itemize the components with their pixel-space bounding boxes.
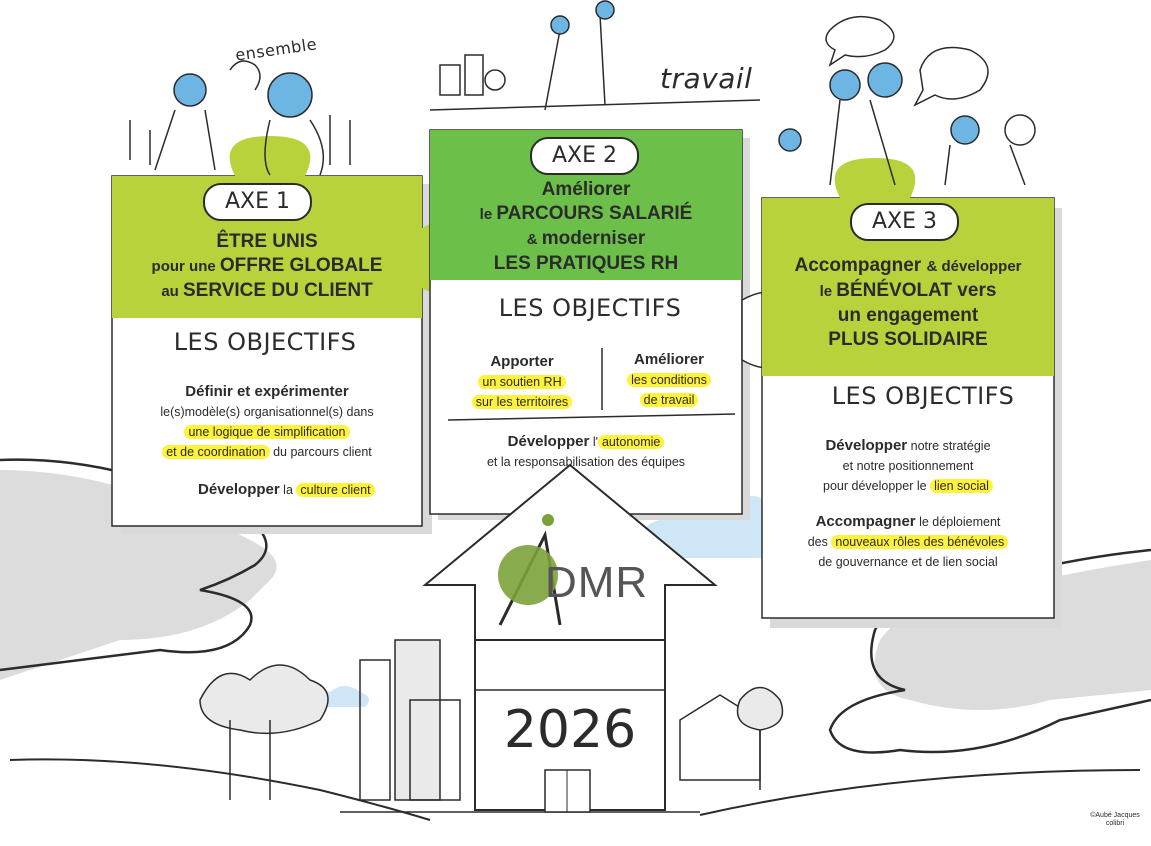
axe1-title-line3: au SERVICE DU CLIENT — [112, 279, 422, 304]
axe2-divider-horizontal — [447, 413, 736, 421]
axe3-title-line3: un engagement — [837, 305, 979, 326]
axe1-obj1-l4: du parcours client — [269, 445, 372, 459]
axe2-title-line1: Améliorer — [541, 179, 631, 200]
city-sketch — [199, 639, 784, 801]
axe3-obj2-l2a: des — [807, 535, 832, 549]
axe1-title: ÊTRE UNIS pour une OFFRE GLOBALE au SERV… — [112, 230, 422, 304]
word-travail: travail — [660, 62, 753, 95]
axe3-obj1-line2: et notre positionnement — [842, 459, 974, 473]
axe1-title-3b: SERVICE DU CLIENT — [183, 280, 373, 301]
admr-green-circle — [498, 545, 558, 605]
axe3-title-line1: Accompagner & développer — [762, 254, 1054, 279]
axe3-obj2-l1: le déploiement — [915, 515, 1001, 529]
axe3-label: AXE 3 — [850, 203, 959, 241]
axe3-objective-2: Accompagner le déploiement des nouveaux … — [762, 512, 1054, 572]
axe2-bottom-lead: Développer — [507, 433, 590, 450]
admr-logo-text: DMR — [545, 558, 649, 607]
axe2-objective-left: Apporter un soutien RH sur les territoir… — [442, 352, 602, 412]
axe1-obj2-hl: culture client — [296, 483, 375, 497]
axe2-right-hl1: les conditions — [627, 373, 711, 387]
axe2-right-lead: Améliorer — [633, 351, 705, 368]
ground-line-left — [9, 758, 431, 821]
axe1-obj1-line2: le(s)modèle(s) organisationnel(s) dans — [160, 405, 374, 419]
axe2-right-line2: les conditions — [604, 370, 734, 390]
axe1-obj1-hl2: et de coordination — [162, 445, 270, 459]
axe3-title-line2: le BÉNÉVOLAT vers — [762, 279, 1054, 304]
axe3-objective-1: Développer notre stratégie et notre posi… — [762, 436, 1054, 496]
axe1-objective-2: Développer la culture client — [198, 480, 428, 500]
axe3-obj2-line3: de gouvernance et de lien social — [818, 555, 998, 569]
axe3-title-2b: BÉNÉVOLAT — [836, 280, 953, 301]
axe2-left-hl1: un soutien RH — [478, 375, 566, 389]
axe1-title-line1: ÊTRE UNIS — [216, 231, 318, 252]
axe2-title-line3: & moderniser — [430, 227, 742, 252]
axe1-obj1-lead: Définir et expérimenter — [185, 383, 349, 400]
axe3-puzzle-knob-top — [834, 158, 916, 198]
axe1-title-line2: pour une OFFRE GLOBALE — [112, 254, 422, 279]
axe2-bottom-mid: l' — [589, 435, 598, 449]
axe3-objectifs-heading: LES OBJECTIFS — [831, 382, 1015, 410]
axe3-title-1a: Accompagner — [794, 255, 927, 276]
people-sketch-left — [129, 60, 351, 176]
axe2-bottom-hl: autonomie — [597, 435, 665, 449]
axe3-obj2-lead: Accompagner — [815, 513, 916, 530]
axe1-title-3a: au — [161, 283, 183, 300]
axe3-obj1-lead: Développer — [825, 437, 908, 454]
axe1-puzzle-knob-top — [229, 136, 311, 176]
axe3-obj1-line1: Développer notre stratégie — [762, 436, 1054, 456]
axe1-obj2-mid: la — [279, 483, 297, 497]
axe3-obj1-l3: pour développer le — [823, 479, 931, 493]
axe3-obj2-hl: nouveaux rôles des bénévoles — [831, 535, 1009, 549]
axe2-objective-bottom: Développer l'autonomie et la responsabil… — [430, 432, 742, 472]
axe2-objectifs-heading: LES OBJECTIFS — [498, 294, 682, 322]
axe3-title-2a: le — [819, 283, 837, 300]
axe2-left-lead: Apporter — [490, 353, 554, 370]
right-hand-shadow — [874, 560, 1151, 710]
ground-line-right — [699, 769, 1141, 816]
people-sketch-center — [429, 0, 761, 111]
axe1-obj2-lead: Développer — [198, 481, 280, 498]
axe3-title: Accompagner & développer le BÉNÉVOLAT ve… — [762, 254, 1054, 352]
axe2-right-hl2: de travail — [639, 393, 699, 407]
axe3-obj1-hl: lien social — [930, 479, 993, 493]
axe2-title-3a: & — [526, 231, 542, 248]
axe2-title-line4: LES PRATIQUES RH — [493, 253, 679, 274]
axe3-title-2c: vers — [952, 280, 997, 301]
axe1-objectifs-heading: LES OBJECTIFS — [173, 328, 357, 356]
axe3-title-line4: PLUS SOLIDAIRE — [828, 329, 988, 350]
axe1-obj1-line4: et de coordination du parcours client — [112, 442, 422, 462]
axe3-obj1-line3: pour développer le lien social — [762, 476, 1054, 496]
axe2-left-hl2: sur les territoires — [471, 395, 573, 409]
axe2-title-line2: le PARCOURS SALARIÉ — [430, 202, 742, 227]
house-arrow-roof — [422, 463, 718, 641]
axe3-title-1b: & développer — [926, 258, 1022, 275]
axe3-obj2-line1: Accompagner le déploiement — [762, 512, 1054, 532]
year-2026: 2026 — [503, 700, 637, 760]
axe3-obj1-l1: notre stratégie — [907, 439, 991, 453]
axe2-bottom-line1: Développer l'autonomie — [430, 432, 742, 452]
axe1-obj1-line3: une logique de simplification — [112, 422, 422, 442]
axe1-objective-1: Définir et expérimenter le(s)modèle(s) o… — [112, 382, 422, 462]
axe2-title-2b: PARCOURS SALARIÉ — [496, 203, 693, 224]
axe1-obj1-hl1: une logique de simplification — [184, 425, 350, 439]
axe3-obj2-line2: des nouveaux rôles des bénévoles — [762, 532, 1054, 552]
axe2-objective-right: Améliorer les conditions de travail — [604, 350, 734, 410]
people-sketch-right — [778, 15, 1036, 186]
axe2-label: AXE 2 — [530, 137, 639, 175]
axe1-title-2a: pour une — [151, 258, 220, 275]
axe2-right-line3: de travail — [604, 390, 734, 410]
axe2-left-line3: sur les territoires — [442, 392, 602, 412]
admr-figure-head — [542, 514, 554, 526]
axe1-label: AXE 1 — [203, 183, 312, 221]
axe2-title: Améliorer le PARCOURS SALARIÉ & modernis… — [430, 178, 742, 276]
axe2-title-3b: moderniser — [541, 228, 646, 249]
axe1-title-2b: OFFRE GLOBALE — [219, 255, 383, 276]
axe2-title-2a: le — [479, 206, 497, 223]
axe2-bottom-line2: et la responsabilisation des équipes — [486, 455, 686, 469]
author-signature: ©Aubé Jacques colibri — [1090, 812, 1140, 827]
axe2-left-line2: un soutien RH — [442, 372, 602, 392]
